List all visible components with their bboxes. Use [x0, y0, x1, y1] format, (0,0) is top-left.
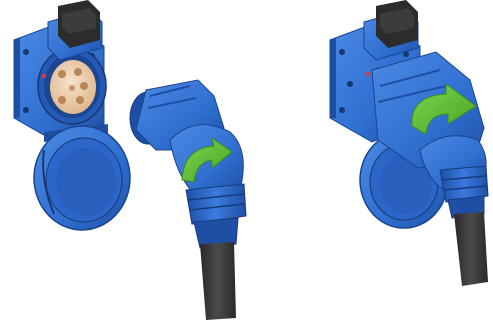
power-cable — [200, 242, 236, 320]
disconnected-state — [14, 0, 246, 320]
power-cable — [454, 212, 488, 286]
indicator-dot — [366, 72, 370, 76]
wall-socket — [14, 0, 106, 142]
socket-cover — [34, 124, 130, 230]
indicator-dot — [42, 74, 46, 78]
connected-state — [330, 0, 488, 286]
